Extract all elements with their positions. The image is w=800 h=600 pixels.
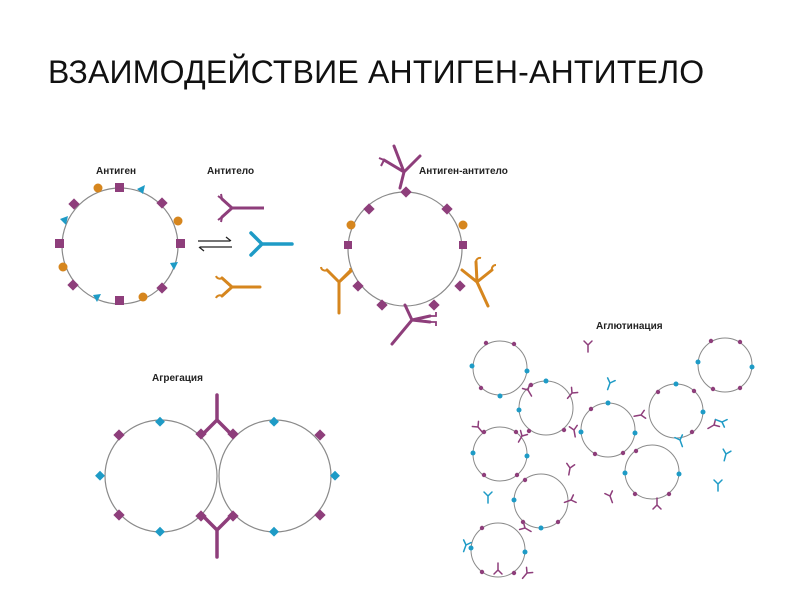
agglutination-cluster — [470, 337, 753, 578]
antigen-triangle-marker — [170, 262, 178, 270]
antigen-square-marker — [115, 183, 124, 192]
antigen-square-marker — [176, 239, 185, 248]
label-antibody: Антитело — [207, 166, 254, 177]
bound-antibody-bottom — [390, 303, 432, 346]
antigen-square-marker — [55, 239, 64, 248]
antigen-square-marker — [115, 296, 124, 305]
label-agglutination: Аглютинация — [596, 321, 663, 332]
agglutination-markers — [459, 338, 755, 582]
label-aggregation: Агрегация — [152, 373, 203, 384]
label-complex: Антиген-антитело — [419, 166, 508, 177]
antigen-cell — [55, 183, 185, 305]
antigen-triangle-marker — [137, 185, 145, 194]
antigen-triangle-marker — [93, 294, 101, 302]
antigen-circle-marker — [138, 292, 148, 302]
bound-antibody-left — [325, 268, 353, 315]
antibody-blue — [249, 231, 294, 257]
crosslink-antibody-top — [201, 393, 233, 436]
antigen-triangle-marker — [60, 216, 68, 225]
page-title: ВЗАИМОДЕЙСТВИЕ АНТИГЕН-АНТИТЕЛО — [48, 54, 705, 90]
label-antigen: Антиген — [96, 166, 136, 177]
bound-antibody-right — [460, 260, 494, 308]
equilibrium-arrows — [198, 236, 232, 252]
antigen-diamond-marker — [156, 197, 168, 209]
antibody-orange — [214, 274, 262, 300]
antigen-diamond-marker — [156, 282, 168, 294]
bound-antibody-top — [382, 144, 422, 190]
antigen-circle-marker — [58, 262, 68, 272]
antigen-circle-marker — [93, 183, 103, 193]
antibody-purple — [216, 192, 262, 224]
crosslink-antibody-bottom — [201, 514, 233, 559]
antibodies-free — [214, 192, 294, 300]
complex-cell — [320, 144, 497, 346]
antigen-circle-marker — [173, 216, 183, 226]
aggregation-cells — [95, 393, 340, 559]
